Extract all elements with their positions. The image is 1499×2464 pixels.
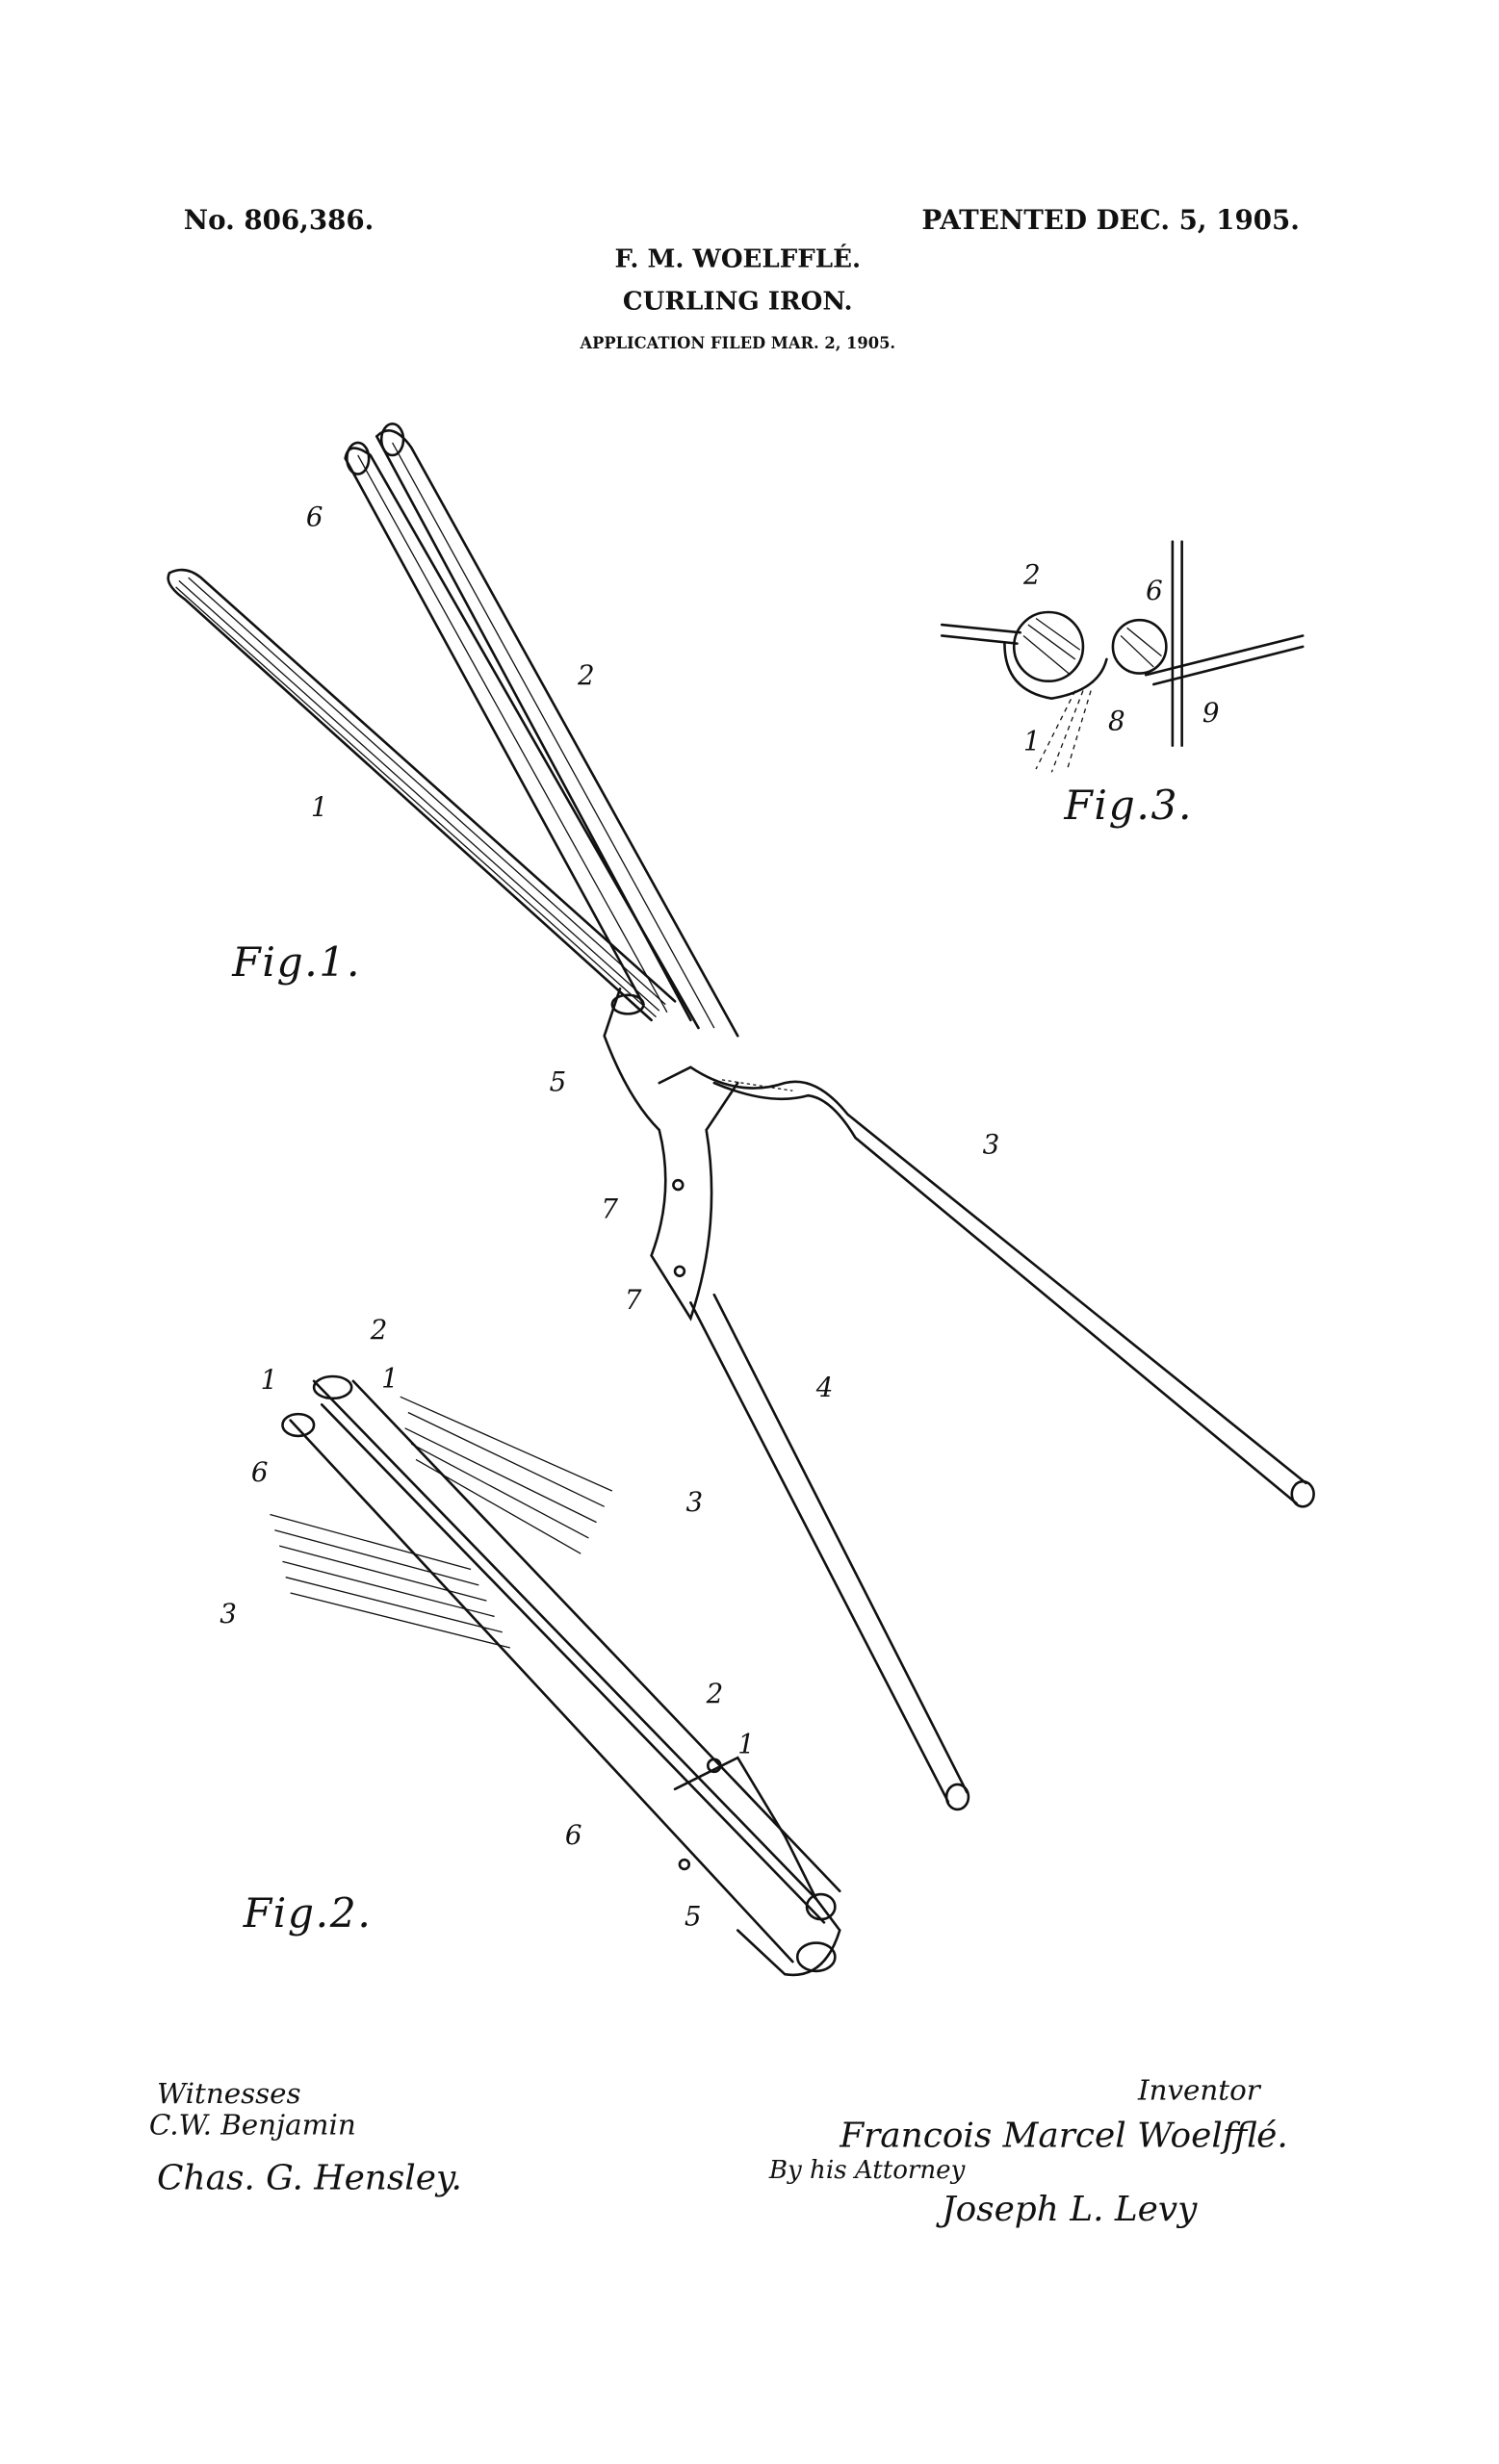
fig1-label-7a: 7: [601, 1193, 618, 1224]
fig2-label-1c: 1: [737, 1728, 755, 1759]
fig1-label-6: 6: [306, 500, 323, 532]
figure-2-drawing: [270, 1374, 841, 1977]
fig3-label-9: 9: [1202, 697, 1220, 729]
fig1-label-7b: 7: [625, 1284, 642, 1316]
figure-1-drawing: [167, 423, 1315, 1811]
fig2-caption: Fig.2.: [243, 1889, 373, 1937]
fig3-label-8: 8: [1108, 705, 1125, 736]
fig3-label-1: 1: [1023, 725, 1041, 757]
figure-3-drawing: [940, 540, 1305, 773]
invention-title: CURLING IRON.: [623, 287, 853, 316]
application-filed: APPLICATION FILED MAR. 2, 1905.: [579, 334, 895, 352]
fig3-label-2: 2: [1022, 559, 1041, 591]
fig2-label-6a: 6: [251, 1456, 269, 1488]
fig2-label-3a: 3: [685, 1486, 703, 1518]
attorney-signature: Joseph L. Levy: [935, 2190, 1198, 2229]
fig2-label-1a: 1: [261, 1364, 278, 1396]
fig1-label-4: 4: [815, 1372, 834, 1403]
fig1-label-3: 3: [983, 1128, 1000, 1160]
inventor-label: Inventor: [1137, 2074, 1262, 2107]
fig1-caption: Fig.1.: [231, 938, 361, 986]
fig1-label-5: 5: [550, 1065, 567, 1097]
fig3-label-6: 6: [1146, 575, 1163, 606]
patent-number: No. 806,386.: [184, 204, 375, 236]
fig2-label-2a: 2: [370, 1314, 388, 1346]
fig2-label-1b: 1: [381, 1362, 399, 1394]
fig2-label-2b: 2: [706, 1678, 724, 1709]
by-attorney-label: By his Attorney: [768, 2156, 966, 2185]
patented-date: PATENTED DEC. 5, 1905.: [921, 204, 1300, 236]
fig2-label-5: 5: [685, 1901, 702, 1933]
fig3-caption: Fig.3.: [1063, 782, 1193, 829]
witness-1-signature: C.W. Benjamin: [149, 2108, 356, 2141]
fig1-label-1: 1: [311, 791, 328, 823]
fig1-label-2: 2: [577, 659, 595, 691]
witnesses-label: Witnesses: [157, 2077, 301, 2110]
witness-2-signature: Chas. G. Hensley.: [157, 2159, 462, 2198]
fig2-label-6b: 6: [565, 1819, 582, 1851]
inventor-short: F. M. WOELFFLÉ.: [614, 243, 861, 273]
fig2-label-3b: 3: [220, 1598, 237, 1630]
inventor-signature: Francois Marcel Woelfflé.: [839, 2117, 1288, 2156]
